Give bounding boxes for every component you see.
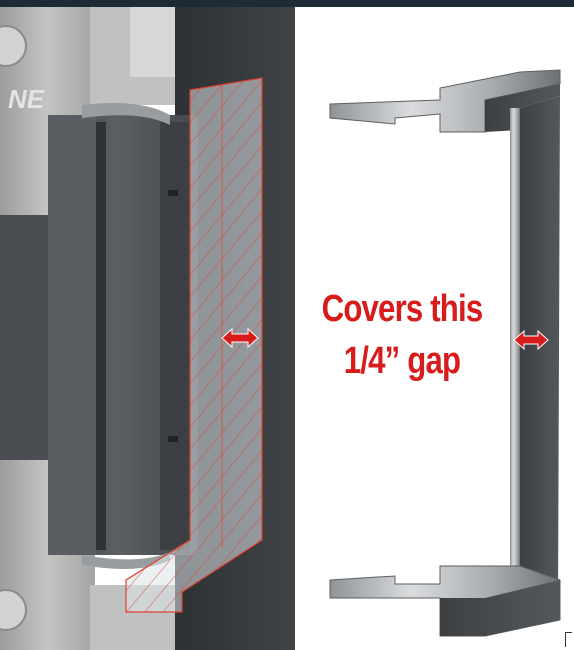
electric-strike [48,102,198,569]
top-border [0,0,574,7]
gap-caption: Covers this 1/4” gap [315,283,489,387]
gap-cover-bracket [329,69,561,637]
caption-line-1: Covers this [321,288,484,330]
brand-fragment: NE [8,84,45,114]
gap-highlight [125,77,263,613]
caption-line-2: 1/4” gap [343,340,461,382]
double-arrow-icon [513,329,549,351]
corner-bracket-mark [565,632,572,647]
double-arrow-icon [221,327,259,349]
